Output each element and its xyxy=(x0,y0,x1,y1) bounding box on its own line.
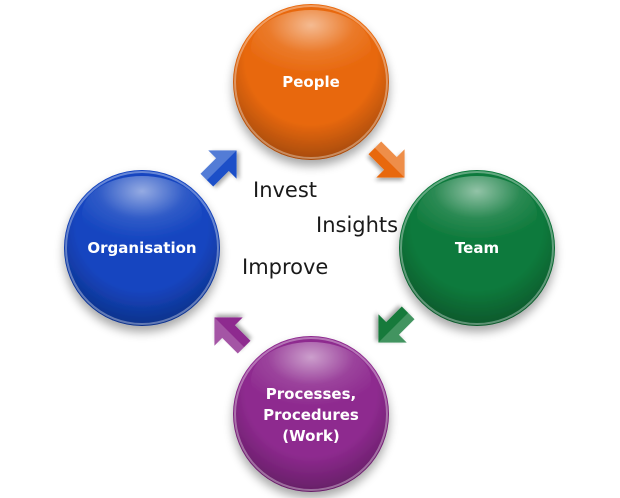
arrow-organisation-to-people xyxy=(200,150,237,187)
node-organisation xyxy=(64,170,220,326)
node-people-label: People xyxy=(282,73,340,91)
node-organisation-label: Organisation xyxy=(87,239,196,257)
node-processes xyxy=(233,336,389,492)
node-team xyxy=(399,170,555,326)
node-team-label: Team xyxy=(455,239,499,257)
node-processes-label-line-1: Processes, xyxy=(266,385,356,403)
node-processes-label-line-3: (Work) xyxy=(282,427,339,445)
arrow-team-to-processes xyxy=(378,306,415,343)
node-processes-label-line-2: Procedures xyxy=(263,406,359,424)
node-people xyxy=(233,4,389,160)
center-text-invest: Invest xyxy=(253,178,317,202)
arrow-people-to-team xyxy=(368,141,405,178)
center-text-insights: Insights xyxy=(316,213,398,237)
arrow-processes-to-organisation xyxy=(214,317,251,354)
center-text-improve: Improve xyxy=(242,255,328,279)
